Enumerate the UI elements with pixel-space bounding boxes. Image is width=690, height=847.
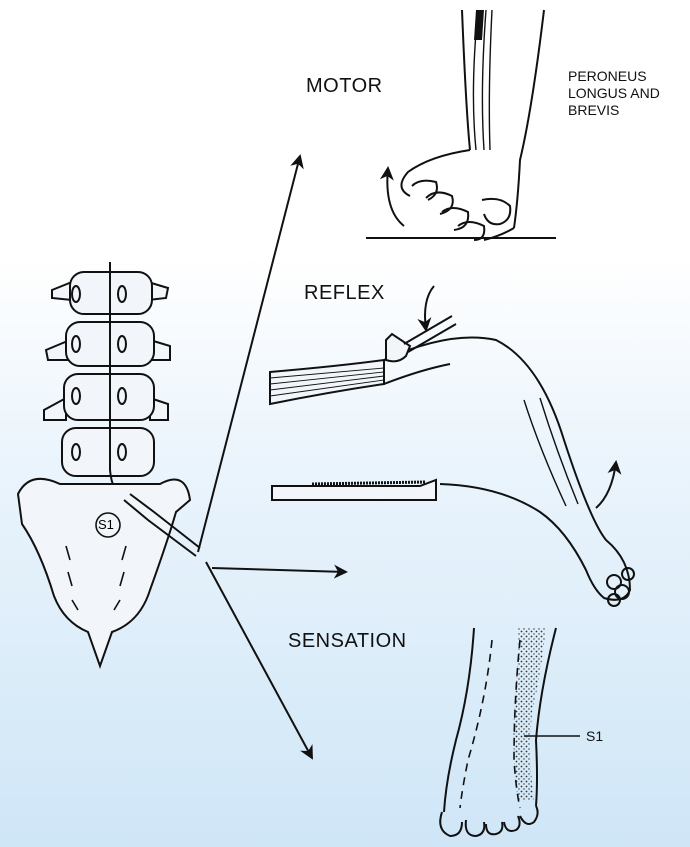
sensation-label: SENSATION bbox=[288, 630, 407, 653]
motor-foot-illustration bbox=[366, 10, 556, 240]
vertebral-bodies bbox=[60, 272, 154, 514]
coccyx bbox=[88, 632, 112, 666]
sensation-arrow bbox=[206, 562, 312, 758]
reflex-arrow bbox=[212, 568, 346, 572]
muscle-label: PERONEUS LONGUS AND BREVIS bbox=[568, 68, 660, 119]
muscle-label-line-3: BREVIS bbox=[568, 102, 660, 119]
dermatome-label: S1 bbox=[586, 728, 603, 745]
muscle-label-line-2: LONGUS AND bbox=[568, 85, 660, 102]
s1-dermatome-zone bbox=[514, 628, 547, 800]
lumbosacral-spine bbox=[18, 262, 190, 666]
pathway-arrows bbox=[198, 156, 346, 758]
muscle-label-line-1: PERONEUS bbox=[568, 68, 660, 85]
sacrum bbox=[18, 479, 190, 652]
sacrum-s1-label: S1 bbox=[98, 517, 114, 532]
reflex-label: REFLEX bbox=[304, 282, 385, 305]
motor-label: MOTOR bbox=[306, 75, 383, 98]
reflex-illustration bbox=[270, 286, 634, 606]
sensation-leg-illustration bbox=[440, 628, 580, 836]
